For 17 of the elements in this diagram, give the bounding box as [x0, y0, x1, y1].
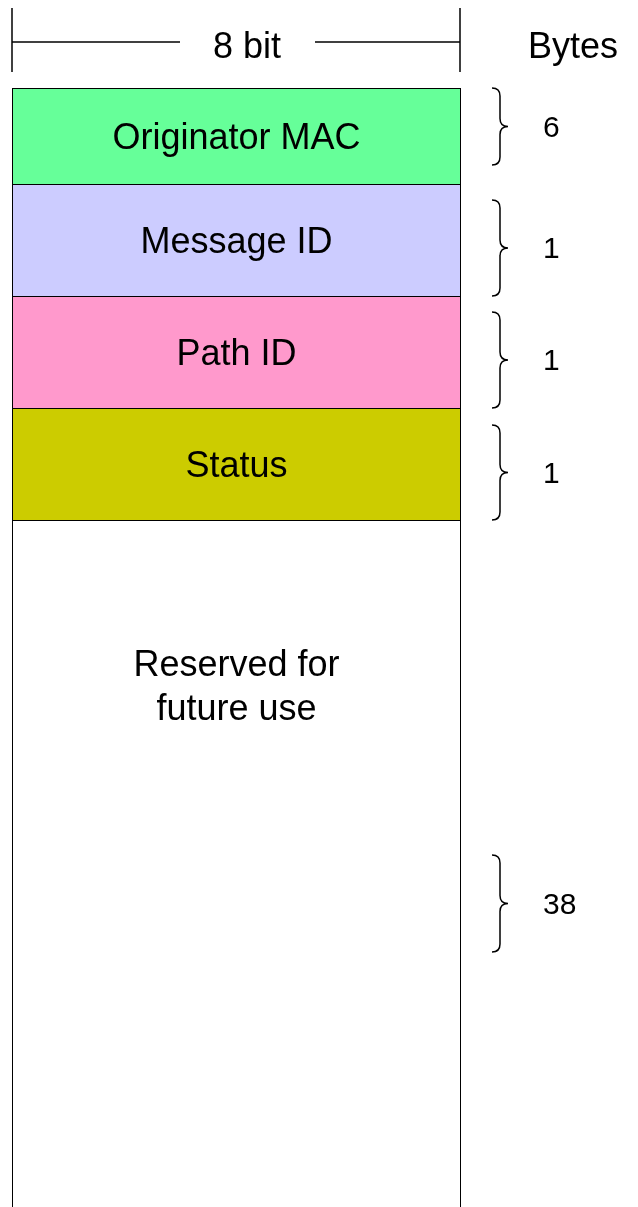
- field-box: [12, 408, 461, 521]
- field-label: Message ID: [140, 218, 333, 263]
- byte-count: 1: [543, 457, 560, 488]
- byte-count: 1: [543, 233, 560, 263]
- field-label: Status: [185, 442, 288, 487]
- field-label: Reserved for future use: [132, 642, 341, 729]
- field-label: Path ID: [176, 330, 297, 375]
- field-box: [12, 88, 461, 185]
- column-header: Bytes: [528, 28, 619, 64]
- byte-count: 1: [543, 345, 560, 375]
- dimension-label: 8 bit: [213, 28, 281, 64]
- field-box: [12, 296, 461, 409]
- field-box: [12, 184, 461, 297]
- byte-count: 6: [543, 111, 560, 142]
- byte-count: 38: [543, 888, 577, 919]
- field-label: Originator MAC: [112, 114, 361, 159]
- field-box: [12, 520, 461, 1207]
